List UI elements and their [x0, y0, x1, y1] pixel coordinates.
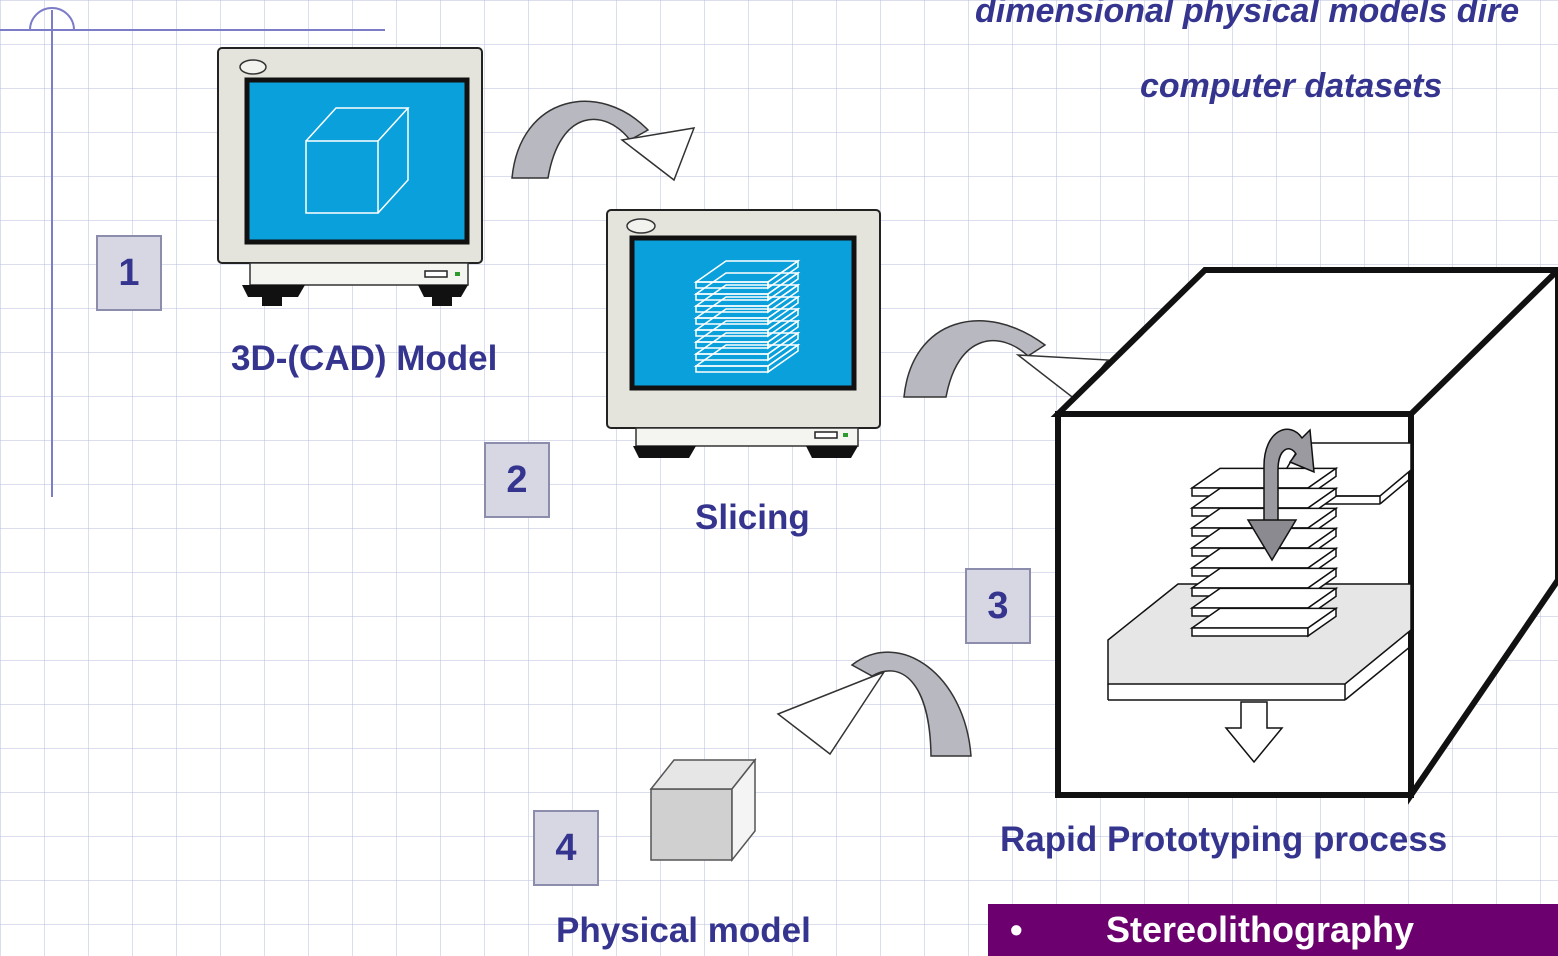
headline-line-1: dimensional physical models dire [975, 0, 1520, 30]
layer-stack-icon [1189, 466, 1339, 638]
headline-line-2: computer datasets [1140, 67, 1443, 105]
guide-crosshair-arc [29, 7, 75, 31]
arrow-slicing-to-process-icon [903, 320, 1110, 402]
arrow-cad-to-slicing-icon [511, 100, 696, 182]
physical-model-cube-icon [649, 757, 757, 863]
rapid-prototyping-machine-icon [1050, 267, 1558, 805]
caption-cad-model: 3D-(CAD) Model [231, 339, 498, 378]
monitor-cad-icon [217, 47, 483, 306]
monitor-slicing-icon [606, 209, 881, 458]
step-3-badge: 3 [965, 568, 1031, 644]
bullet-marker: • [1010, 909, 1023, 950]
sliced-layers-icon [693, 259, 801, 374]
wireframe-cube-icon [305, 107, 410, 214]
caption-rp-process: Rapid Prototyping process [1000, 820, 1448, 859]
step-2-badge: 2 [484, 442, 550, 518]
step-1-badge: 1 [96, 235, 162, 311]
bullet-text: Stereolithography [1106, 909, 1415, 950]
step-4-badge: 4 [533, 810, 599, 886]
caption-slicing: Slicing [695, 498, 810, 537]
arrow-process-to-model-icon [776, 651, 972, 757]
caption-physical-model: Physical model [556, 911, 811, 950]
bullet-stereolithography: • Stereolithography [988, 904, 1558, 956]
